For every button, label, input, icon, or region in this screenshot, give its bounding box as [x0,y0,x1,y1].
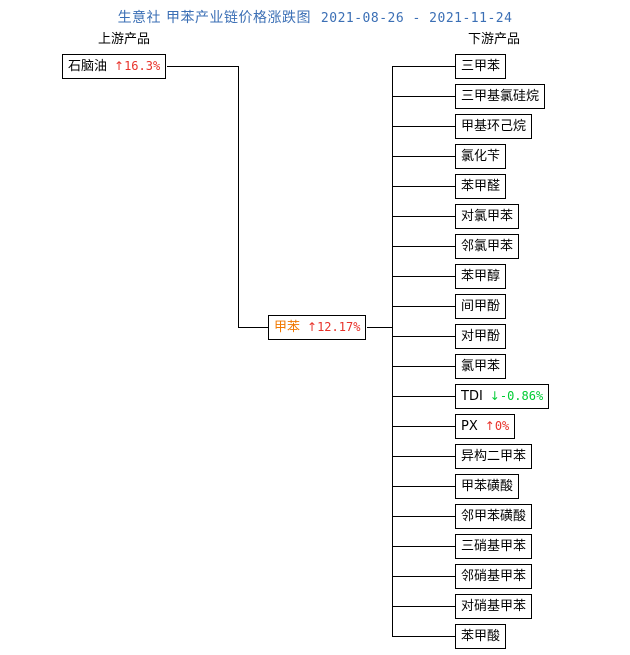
node-downstream-6[interactable]: 邻氯甲苯 [455,234,520,259]
node-downstream-15[interactable]: 邻甲苯磺酸 [455,504,533,529]
node-upstream-naphtha[interactable]: 石脑油 ↑16.3% [62,54,167,79]
node-downstream-2[interactable]: 甲基环己烷 [455,114,533,139]
node-downstream-9[interactable]: 对甲酚 [455,324,507,349]
node-downstream-14[interactable]: 甲苯磺酸 [455,474,520,499]
node-downstream-1[interactable]: 三甲基氯硅烷 [455,84,546,109]
connector-horizontal [392,216,455,217]
change-value: -0.86% [499,389,544,403]
title-text: 生意社 甲苯产业链价格涨跌图 [117,10,312,26]
page-title: 生意社 甲苯产业链价格涨跌图 2021-08-26 - 2021-11-24 [0,7,630,27]
node-label: 邻硝基甲苯 [461,569,527,584]
connector-horizontal [392,486,455,487]
connector-horizontal [392,576,455,577]
connector-horizontal [167,66,238,67]
node-downstream-4[interactable]: 苯甲醛 [455,174,507,199]
node-label: 石脑油 [68,59,108,74]
connector-horizontal [238,327,268,328]
connector-horizontal [392,426,455,427]
node-label: 氯化苄 [461,149,501,164]
node-label: 甲基环己烷 [461,119,527,134]
node-downstream-11[interactable]: TDI ↓-0.86% [455,384,550,409]
title-date-range: 2021-08-26 - 2021-11-24 [320,11,513,26]
connector-horizontal [392,276,455,277]
node-downstream-7[interactable]: 苯甲醇 [455,264,507,289]
node-downstream-16[interactable]: 三硝基甲苯 [455,534,533,559]
change-value: 16.3% [124,59,161,73]
node-label: 三硝基甲苯 [461,539,527,554]
connector-horizontal [392,396,455,397]
node-downstream-0[interactable]: 三甲苯 [455,54,507,79]
node-label: 苯甲醇 [461,269,501,284]
arrow-up-icon: ↑ [307,320,318,334]
connector-vertical [392,66,393,636]
node-label: 邻氯甲苯 [461,239,514,254]
change-value: 0% [494,419,510,433]
connector-horizontal [392,306,455,307]
connector-horizontal [392,336,455,337]
connector-horizontal [392,186,455,187]
node-label: 苯甲醛 [461,179,501,194]
node-downstream-8[interactable]: 间甲酚 [455,294,507,319]
node-change: ↑0% [485,415,510,438]
connector-horizontal [367,327,392,328]
connector-horizontal [392,636,455,637]
node-label: 氯甲苯 [461,359,501,374]
node-downstream-13[interactable]: 异构二甲苯 [455,444,533,469]
node-downstream-19[interactable]: 苯甲酸 [455,624,507,649]
arrow-up-icon: ↑ [484,419,495,433]
node-downstream-3[interactable]: 氯化苄 [455,144,507,169]
node-label: 异构二甲苯 [461,449,527,464]
node-label: 对硝基甲苯 [461,599,527,614]
node-downstream-12[interactable]: PX ↑0% [455,414,516,439]
node-label: TDI [461,389,483,404]
node-label: 间甲酚 [461,299,501,314]
connector-horizontal [392,546,455,547]
node-downstream-10[interactable]: 氯甲苯 [455,354,507,379]
node-change: ↑16.3% [114,55,160,78]
node-label: 三甲基氯硅烷 [461,89,540,104]
node-label: 甲苯磺酸 [461,479,514,494]
arrow-down-icon: ↓ [489,389,500,403]
connector-vertical [238,66,239,327]
connector-horizontal [392,516,455,517]
connector-horizontal [392,366,455,367]
node-label: 对氯甲苯 [461,209,514,224]
connector-horizontal [392,126,455,127]
column-header-upstream: 上游产品 [98,32,151,47]
node-label: 甲苯 [274,320,301,335]
connector-horizontal [392,96,455,97]
node-center-toluene[interactable]: 甲苯 ↑12.17% [268,315,367,340]
connector-horizontal [392,246,455,247]
arrow-up-icon: ↑ [114,59,125,73]
node-label: 苯甲酸 [461,629,501,644]
connector-horizontal [392,606,455,607]
node-downstream-17[interactable]: 邻硝基甲苯 [455,564,533,589]
node-label: 邻甲苯磺酸 [461,509,527,524]
node-label: 三甲苯 [461,59,501,74]
node-label: PX [461,419,478,434]
connector-horizontal [392,66,455,67]
node-change: ↑12.17% [307,316,360,339]
node-change: ↓-0.86% [490,385,543,408]
change-value: 12.17% [317,320,361,334]
node-label: 对甲酚 [461,329,501,344]
node-downstream-18[interactable]: 对硝基甲苯 [455,594,533,619]
column-header-downstream: 下游产品 [468,32,521,47]
connector-horizontal [392,456,455,457]
node-downstream-5[interactable]: 对氯甲苯 [455,204,520,229]
connector-horizontal [392,156,455,157]
